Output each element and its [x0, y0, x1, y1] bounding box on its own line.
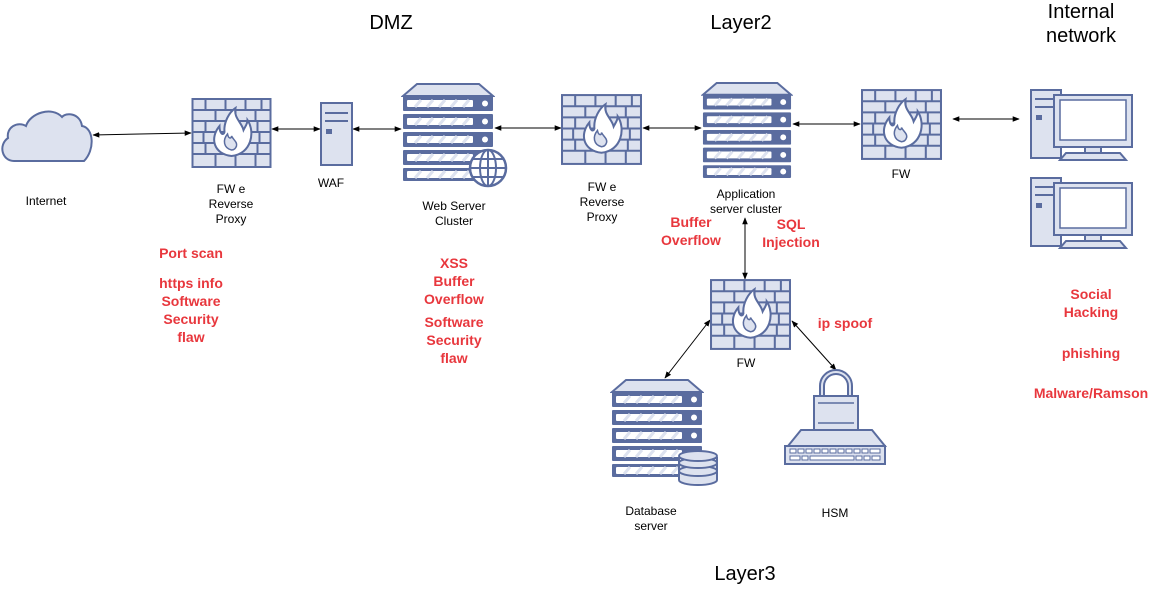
label-line: Database [625, 504, 677, 518]
waf-tower-icon [320, 102, 353, 166]
server-rack-icon [701, 81, 793, 180]
threat-buffer: Buffer [433, 273, 475, 289]
connectors [92, 116, 1020, 379]
threat-port-scan: Port scan [159, 245, 223, 261]
label-fw-layer3: FW [736, 356, 756, 370]
label-line: FW e [216, 182, 246, 196]
connector-fw4-db [664, 319, 711, 379]
database-icon [678, 450, 718, 486]
threats-internal: Social Hacking phishing Malware/Ramson [1034, 285, 1148, 402]
label-web-server-cluster: Web Server Cluster [422, 199, 485, 229]
zone-internal-network-title: Internal network [1046, 0, 1116, 48]
label-line: Reverse [208, 197, 254, 211]
threat-injection: Injection [762, 234, 820, 250]
zone-internal-line-2: network [1045, 25, 1117, 47]
label-line: FW e [587, 180, 617, 194]
label-line: server cluster [709, 202, 783, 216]
label-application-server-cluster: Application server cluster [710, 187, 782, 217]
desktop-computer-icon [1030, 177, 1133, 249]
lock-icon [813, 369, 859, 431]
threats-edge: Port scan https info Software Security f… [159, 244, 223, 346]
threat-buffer: Buffer [670, 214, 712, 230]
threat-hacking: Hacking [1063, 304, 1119, 320]
label-line: server [634, 519, 668, 533]
zone-layer3-title: Layer3 [714, 563, 776, 585]
label-line: Proxy [586, 210, 618, 224]
label-fw-reverse-proxy-1: FW e Reverse Proxy [209, 182, 254, 227]
threats-app-left: Buffer Overflow [661, 213, 721, 249]
label-database-server: Database server [625, 504, 676, 534]
threat-malware-ramson: Malware/Ramson [1033, 385, 1149, 401]
threat-xss: XSS [439, 255, 468, 271]
zone-layer2-title: Layer2 [710, 12, 772, 34]
threat-flaw: flaw [440, 350, 468, 366]
threat-overflow: Overflow [661, 232, 721, 248]
threat-phishing: phishing [1061, 345, 1121, 361]
threat-software: Software [161, 293, 221, 309]
threats-app-right: SQL Injection [762, 215, 820, 251]
firewall-icon [561, 94, 642, 165]
threat-social: Social [1070, 286, 1112, 302]
threats-web: XSS Buffer Overflow Software Security fl… [424, 254, 484, 367]
label-line: Web Server [422, 199, 486, 213]
desktop-computer-icon [1030, 89, 1133, 161]
globe-icon [468, 148, 508, 188]
label-line: Cluster [434, 214, 474, 228]
zone-internal-line-1: Internal [1047, 1, 1115, 23]
threat-software: Software [424, 314, 484, 330]
firewall-icon [861, 89, 942, 160]
zone-dmz-title: DMZ [369, 12, 413, 34]
firewall-icon [710, 279, 791, 350]
threat-ip-spoof: ip spoof [817, 315, 873, 331]
threat-https-info: https info [159, 275, 223, 291]
label-line: Proxy [215, 212, 247, 226]
threat-sql: SQL [776, 216, 806, 232]
threat-security: Security [163, 311, 219, 327]
label-internet: Internet [25, 194, 67, 208]
keyboard-icon [784, 429, 888, 465]
label-fw-reverse-proxy-2: FW e Reverse Proxy [580, 180, 625, 225]
label-line: Application [716, 187, 776, 201]
label-waf: WAF [317, 176, 345, 190]
firewall-icon [191, 98, 272, 168]
threat-flaw: flaw [177, 329, 205, 345]
label-fw-layer2: FW [891, 167, 911, 181]
connector-fw4-hsm [791, 320, 837, 371]
label-line: Reverse [579, 195, 625, 209]
label-hsm: HSM [821, 506, 849, 520]
cloud-icon [1, 110, 93, 162]
threat-overflow: Overflow [424, 291, 484, 307]
connector-internet-fw1 [92, 130, 192, 138]
threat-security: Security [426, 332, 482, 348]
